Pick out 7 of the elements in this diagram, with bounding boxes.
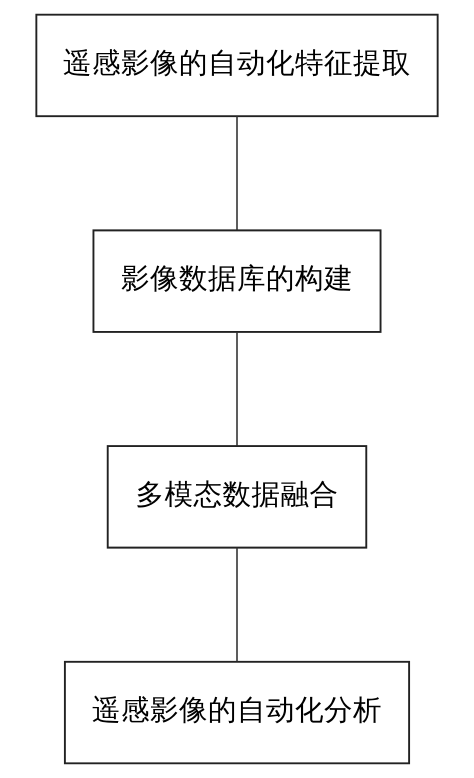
connector	[236, 332, 238, 446]
node-box: 遥感影像的自动化特征提取	[35, 14, 439, 118]
connector	[236, 116, 238, 230]
node-box: 遥感影像的自动化分析	[64, 660, 410, 764]
connector	[236, 548, 238, 662]
node-box: 多模态数据融合	[106, 445, 368, 549]
node-box: 影像数据库的构建	[92, 229, 382, 333]
